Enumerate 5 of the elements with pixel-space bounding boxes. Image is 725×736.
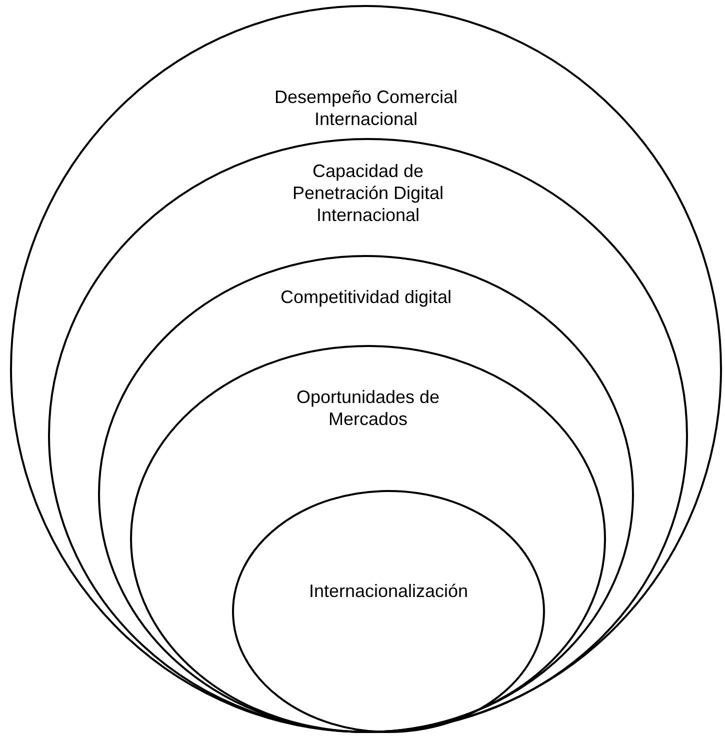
layer-label: Oportunidades de Mercados [295, 386, 441, 430]
layer-label: Capacidad de Penetración Digital Internacional [291, 160, 445, 226]
layer-label: Competitividad digital [279, 286, 453, 308]
layer-label: Desempeño Comercial Internacional [273, 86, 459, 130]
layer-label: Internacionalización [308, 580, 470, 602]
